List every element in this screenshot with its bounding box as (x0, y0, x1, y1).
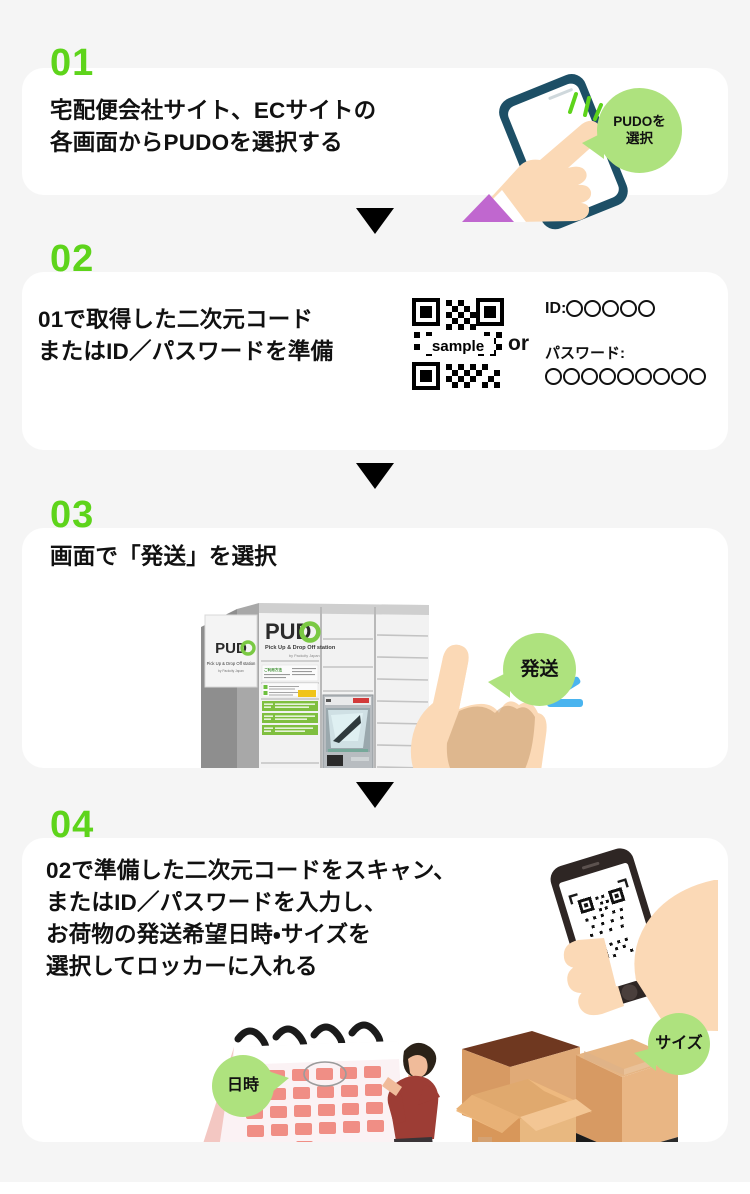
phone-qr-illustration (518, 846, 718, 1031)
bubble-size: サイズ (634, 1013, 710, 1075)
id-mask-circles (566, 300, 656, 318)
bubble-label: PUDOを 選択 (613, 113, 666, 146)
svg-text:Pick Up & Drop Off station: Pick Up & Drop Off station (265, 645, 336, 651)
step-text-02: 01で取得した二次元コード またはID／パスワードを準備 (38, 307, 334, 364)
bubble-label: サイズ (655, 1035, 703, 1052)
step-number-04: 04 (50, 804, 95, 846)
bubble-datetime: 日時 (212, 1055, 289, 1117)
bubble-tail (634, 1047, 656, 1072)
svg-text:ご利用方法: ご利用方法 (264, 667, 282, 672)
password-mask-circles (545, 368, 706, 386)
bubble-tail (265, 1069, 289, 1098)
bubble-ship: 発送 (488, 633, 576, 706)
flow-arrow-3 (356, 782, 394, 808)
or-separator-label: or (508, 332, 529, 355)
step-number-03: 03 (50, 494, 95, 536)
credential-id-line: ID: (545, 300, 656, 318)
pudo-locker-illustration: PUD Pick Up & Drop Off station by Packci… (197, 591, 617, 768)
svg-text:PUD: PUD (215, 640, 247, 657)
step-card-03: PUD Pick Up & Drop Off station by Packci… (22, 528, 728, 768)
svg-text:sample: sample (432, 338, 484, 355)
svg-text:by Packcity Japan: by Packcity Japan (289, 654, 320, 658)
bubble-label: 日時 (226, 1077, 259, 1094)
flow-arrow-2 (356, 463, 394, 489)
bubble-tail (488, 670, 510, 698)
step-text-03: 画面で「発送」を選択 (50, 544, 278, 569)
qr-code-sample: sample (412, 298, 504, 390)
id-label: ID: (545, 300, 567, 317)
step-number-02: 02 (50, 238, 95, 280)
hand-smartphone-illustration (456, 72, 716, 230)
bubble-pudo-select: PUDOを 選択 (582, 88, 682, 173)
svg-text:by Packcity Japan: by Packcity Japan (218, 669, 244, 673)
step-number-01: 01 (50, 42, 95, 84)
page-bottom-strip (0, 1182, 750, 1194)
step-text-04: 02で準備した二次元コードをスキャン、 またはID／パスワードを入力し、 お荷物… (46, 858, 456, 979)
step-text-01: 宅配便会社サイト、ECサイトの 各画面からPUDOを選択する (50, 98, 377, 155)
svg-text:Pick Up & Drop Off station: Pick Up & Drop Off station (207, 661, 256, 666)
flow-arrow-1 (356, 208, 394, 234)
bubble-label: 発送 (520, 658, 559, 680)
step-card-04: ▼上 ▼上 (22, 838, 728, 1142)
credential-password-label: パスワード: (545, 345, 625, 362)
bubble-tail (582, 132, 604, 160)
